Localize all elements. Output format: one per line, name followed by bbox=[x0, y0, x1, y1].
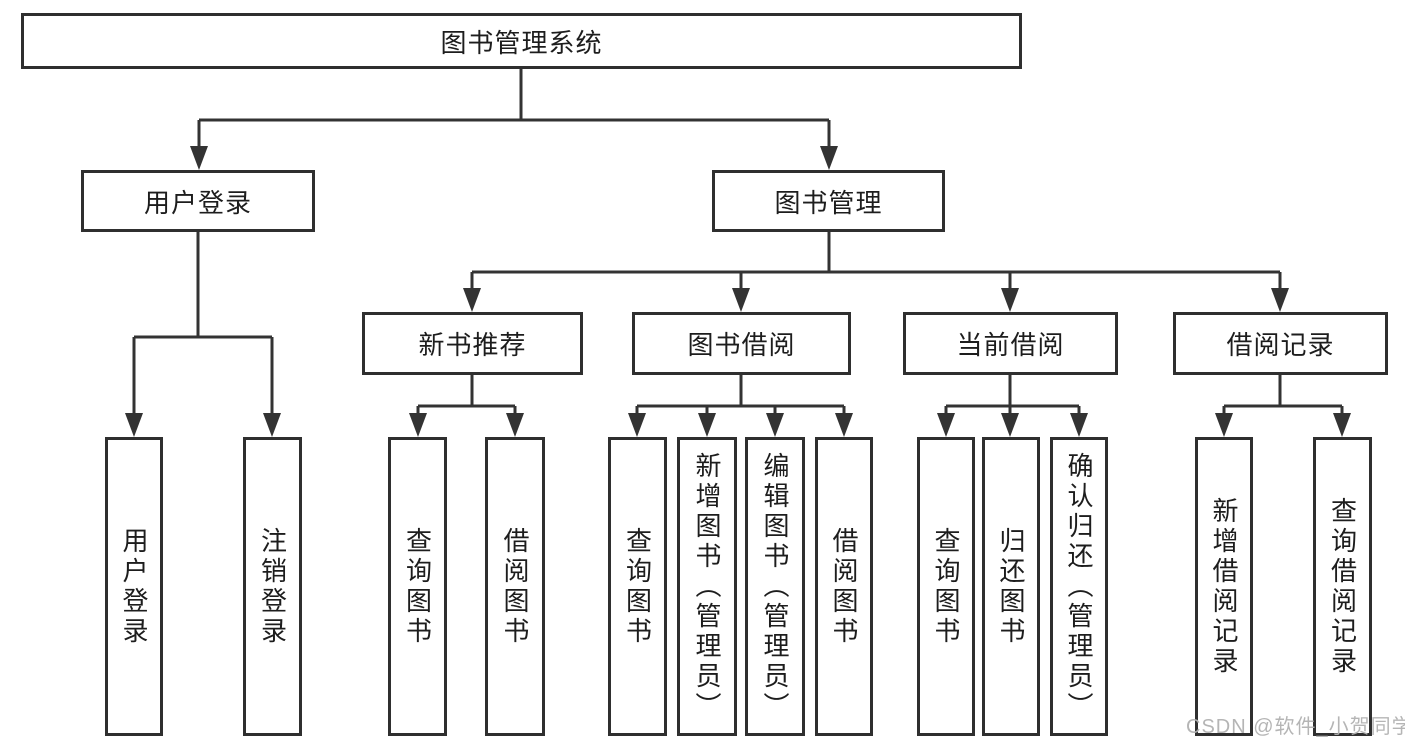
leaf-logout-label: 注销登录 bbox=[257, 526, 288, 647]
leaf-logout: 注销登录 bbox=[243, 437, 302, 736]
connector-borrow-records-branch bbox=[1215, 375, 1351, 437]
leaf-query-books-recommend-label: 查询图书 bbox=[402, 526, 433, 647]
leaf-query-books-borrow-label: 查询图书 bbox=[622, 526, 653, 647]
node-new-book-recommend: 新书推荐 bbox=[362, 312, 583, 375]
node-book-management: 图书管理 bbox=[712, 170, 945, 232]
leaf-return-books-label: 归还图书 bbox=[996, 526, 1026, 647]
arrow-down-icon bbox=[766, 413, 784, 437]
leaf-add-borrow-record: 新增借阅记录 bbox=[1195, 437, 1253, 736]
leaf-user-login-label: 用户登录 bbox=[119, 526, 149, 647]
connector-user-login-branch bbox=[125, 232, 281, 437]
leaf-query-books-current: 查询图书 bbox=[917, 437, 975, 736]
node-new-book-recommend-label: 新书推荐 bbox=[418, 330, 527, 360]
arrow-down-icon bbox=[937, 413, 955, 437]
arrow-down-icon bbox=[1070, 413, 1088, 437]
arrow-down-icon bbox=[409, 413, 427, 437]
node-current-borrow-label: 当前借阅 bbox=[956, 330, 1065, 360]
node-book-management-label: 图书管理 bbox=[774, 187, 883, 218]
arrow-down-icon bbox=[263, 413, 281, 437]
node-user-login-label: 用户登录 bbox=[143, 187, 252, 218]
node-book-borrow: 图书借阅 bbox=[632, 312, 851, 375]
leaf-query-borrow-record: 查询借阅记录 bbox=[1313, 437, 1372, 736]
arrow-down-icon bbox=[125, 413, 143, 437]
leaf-query-books-borrow: 查询图书 bbox=[608, 437, 667, 736]
arrow-down-icon bbox=[1001, 413, 1019, 437]
leaf-borrow-books-recommend: 借阅图书 bbox=[485, 437, 545, 736]
node-user-login: 用户登录 bbox=[81, 170, 315, 232]
leaf-add-books-admin: 新增图书（管理员） bbox=[677, 437, 737, 736]
leaf-borrow-books-label: 借阅图书 bbox=[829, 526, 859, 647]
leaf-confirm-return-admin: 确认归还（管理员） bbox=[1050, 437, 1108, 736]
arrow-down-icon bbox=[835, 413, 853, 437]
node-root-label: 图书管理系统 bbox=[440, 27, 603, 58]
leaf-query-borrow-record-label: 查询借阅记录 bbox=[1327, 496, 1358, 677]
leaf-query-books-recommend: 查询图书 bbox=[388, 437, 447, 736]
node-borrow-records: 借阅记录 bbox=[1173, 312, 1388, 375]
leaf-add-books-admin-label: 新增图书（管理员） bbox=[692, 451, 722, 722]
arrow-down-icon bbox=[1215, 413, 1233, 437]
arrow-down-icon bbox=[1333, 413, 1351, 437]
arrow-down-icon bbox=[628, 413, 646, 437]
connector-current-borrow-branch bbox=[937, 375, 1088, 437]
leaf-borrow-books: 借阅图书 bbox=[815, 437, 873, 736]
connector-new-book-branch bbox=[409, 375, 524, 437]
leaf-add-borrow-record-label: 新增借阅记录 bbox=[1209, 496, 1239, 677]
arrow-down-icon bbox=[190, 146, 208, 170]
leaf-query-books-current-label: 查询图书 bbox=[931, 526, 961, 647]
arrow-down-icon bbox=[732, 288, 750, 312]
connector-root-to-level2 bbox=[190, 69, 838, 170]
node-current-borrow: 当前借阅 bbox=[903, 312, 1118, 375]
arrow-down-icon bbox=[1271, 288, 1289, 312]
leaf-user-login: 用户登录 bbox=[105, 437, 163, 736]
watermark: CSDN @软件_小贺同学 bbox=[1186, 716, 1405, 738]
arrow-down-icon bbox=[463, 288, 481, 312]
leaf-confirm-return-admin-label: 确认归还（管理员） bbox=[1064, 451, 1094, 722]
arrow-down-icon bbox=[506, 413, 524, 437]
node-borrow-records-label: 借阅记录 bbox=[1226, 330, 1335, 360]
leaf-edit-books-admin: 编辑图书（管理员） bbox=[745, 437, 805, 736]
node-root: 图书管理系统 bbox=[21, 13, 1022, 69]
arrow-down-icon bbox=[820, 146, 838, 170]
arrow-down-icon bbox=[698, 413, 716, 437]
node-book-borrow-label: 图书借阅 bbox=[687, 330, 796, 360]
leaf-return-books: 归还图书 bbox=[982, 437, 1040, 736]
leaf-edit-books-admin-label: 编辑图书（管理员） bbox=[760, 451, 790, 722]
connector-book-management-branch bbox=[463, 232, 1289, 312]
arrow-down-icon bbox=[1001, 288, 1019, 312]
leaf-borrow-books-recommend-label: 借阅图书 bbox=[500, 526, 530, 647]
connector-book-borrow-branch bbox=[628, 375, 853, 437]
